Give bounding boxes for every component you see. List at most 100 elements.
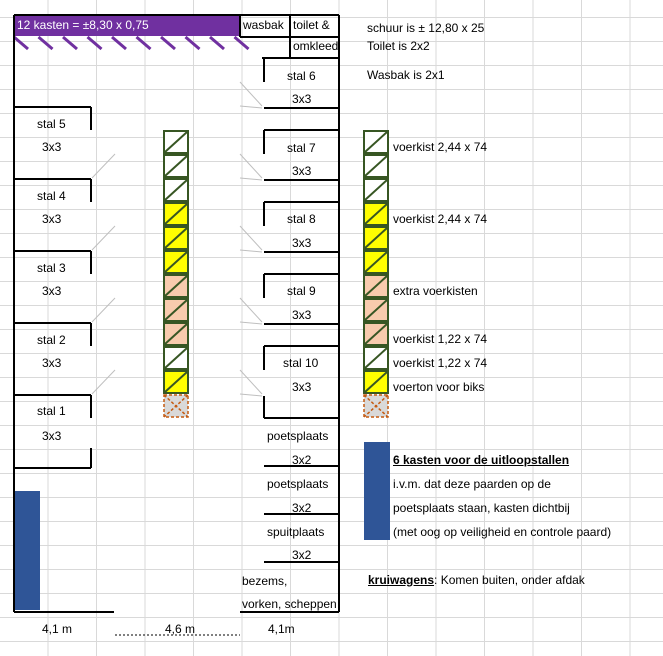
door-swing [239,393,263,397]
door-swing [91,369,116,395]
stall-size: 3x3 [292,236,312,250]
door-swing [91,297,116,323]
voerkist-diagonal [364,347,388,369]
stall-size: 3x3 [42,140,62,154]
voerkist-diagonal [364,179,388,201]
hatch-stroke [13,35,29,51]
voerton-cross [363,394,389,418]
voerkist-diagonal [164,347,188,369]
hatch-stroke [184,35,201,51]
stall-name: stal 8 [287,212,316,226]
dimension-middle: 4,6 m [165,622,196,636]
voerkist-diagonal [164,179,188,201]
voerkist-diagonal [164,299,188,321]
dimension-left: 4,1 m [42,622,73,636]
hatch-stroke [111,35,127,51]
omkleed-label: omkleed [293,39,339,53]
legend-voerkist-yellow: voerkist 2,44 x 74 [393,212,488,226]
kasten-note-line3: (met oog op veiligheid en controle paard… [393,525,612,539]
storage-line2: vorken, scheppen [242,597,337,611]
hatch-stroke [160,35,176,51]
voerkist-diagonal [164,203,188,225]
dimension-right: 4,1m [268,622,295,636]
kruiwagens-note: kruiwagens: Komen buiten, onder afdak [368,573,585,587]
voerkist-diagonal [164,155,188,177]
door-swing [239,81,263,107]
kasten-bar [14,15,240,36]
stall-size: 3x3 [42,212,62,226]
kasten-hatching [13,35,250,51]
voerkist-diagonal [164,131,188,153]
hatch-stroke [135,35,152,51]
voerkist-boxes [163,130,389,418]
kasten-stal1-bar [14,491,40,610]
kasten-uitloop-bar [364,442,390,540]
walls [13,14,340,613]
stall-name: stal 1 [37,404,66,418]
stall-size: 3x3 [42,284,62,298]
kasten-note-line2: poetsplaats staan, kasten dichtbij [393,501,570,515]
area-name: spuitplaats [267,525,325,539]
hatch-stroke [209,35,225,51]
stall-size: 3x3 [42,429,62,443]
door-swing [239,177,263,181]
stall-name: stal 2 [37,333,66,347]
door-swing [239,297,263,323]
stall-name: stal 3 [37,261,66,275]
door-swing [91,153,116,179]
voerkist-diagonal [164,275,188,297]
voerkist-diagonal [364,299,388,321]
hatch-stroke [62,35,78,51]
voerkist-diagonal [164,371,188,393]
legend-extra: extra voerkisten [393,284,478,298]
stall-size: 3x3 [292,308,312,322]
voerton-cross [163,394,189,418]
voerkist-diagonal [364,371,388,393]
stall-name: stal 6 [287,69,316,83]
toilet-note: Toilet is 2x2 [367,39,430,53]
stall-size: 3x3 [42,356,62,370]
kruiwagens-text: : Komen buiten, onder afdak [434,573,585,587]
voerkist-diagonal [164,323,188,345]
toilet-label: toilet & [293,18,330,32]
door-swing [239,249,263,253]
voerkist-diagonal [164,251,188,273]
wasbak-label: wasbak [243,18,284,32]
stall-doors [91,81,263,397]
voerkist-diagonal [364,203,388,225]
stall-size: 3x3 [292,164,312,178]
area-name: poetsplaats [267,477,329,491]
kasten-note-title: 6 kasten voor de uitloopstallen [393,453,570,467]
area-size: 3x2 [292,548,312,562]
stall-size: 3x3 [292,380,312,394]
stall-name: stal 9 [287,284,316,298]
kasten-note-line1: i.v.m. dat deze paarden op de [393,477,551,491]
door-swing [239,369,263,395]
hatch-stroke [86,35,103,51]
voerkist-diagonal [364,131,388,153]
wasbak-note: Wasbak is 2x1 [367,68,445,82]
area-size: 3x2 [292,501,312,515]
kasten-label: 12 kasten = ±8,30 x 0,75 [17,18,149,32]
door-swing [239,105,263,109]
legend-voerkist-small2: voerkist 1,22 x 74 [393,356,488,370]
voerkist-diagonal [164,227,188,249]
schuur-note: schuur is ± 12,80 x 25 [367,21,485,35]
door-swing [239,225,263,251]
stall-size: 3x3 [292,92,312,106]
stall-name: stal 7 [287,141,316,155]
voerkist-diagonal [364,251,388,273]
hatch-stroke [37,35,54,51]
stall-name: stal 5 [37,117,66,131]
voerkist-diagonal [364,275,388,297]
voerkist-diagonal [364,323,388,345]
legend-voerton: voerton voor biks [393,380,485,394]
hatch-stroke [233,35,250,51]
door-swing [239,153,263,179]
stall-name: stal 10 [283,356,319,370]
door-swing [239,321,263,325]
kruiwagens-label: kruiwagens [368,573,435,587]
door-swing [91,225,116,251]
storage-line1: bezems, [242,574,288,588]
